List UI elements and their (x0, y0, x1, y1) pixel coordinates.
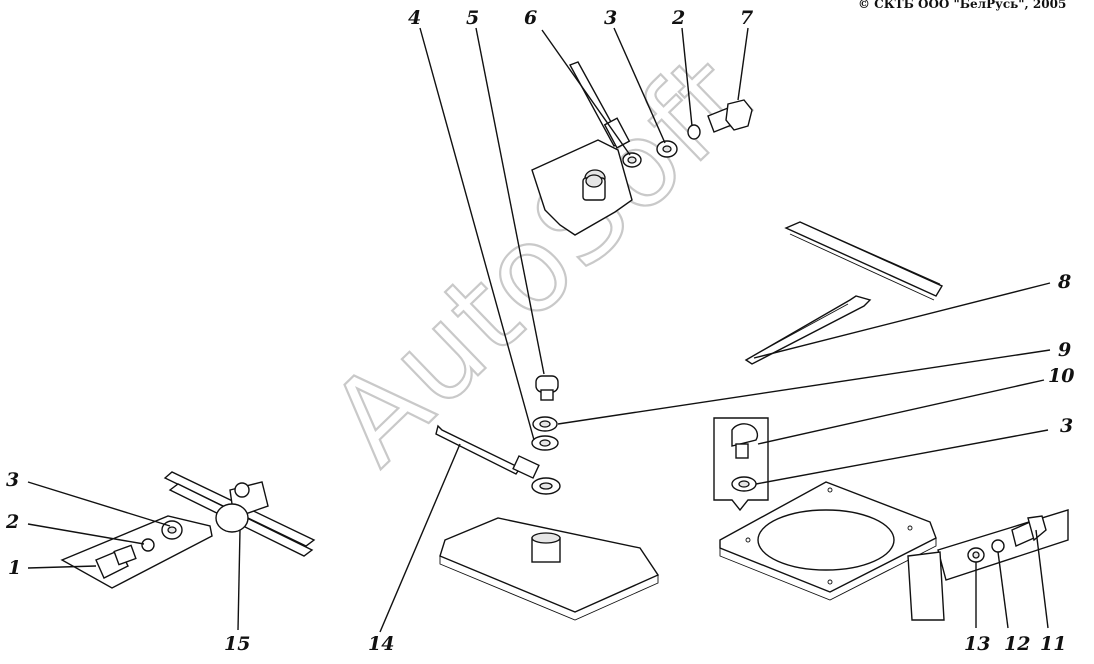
callout-13: 13 (964, 633, 990, 655)
top-sheet-assembly (531, 61, 753, 236)
leader-lines (27, 27, 1051, 633)
callout-4: 4 (408, 7, 421, 29)
callout-8: 8 (1057, 271, 1071, 293)
copyright: © СКТБ ООО "БелРусь", 2005 (858, 0, 1066, 11)
callout-6: 6 (524, 7, 537, 29)
callout-14: 14 (368, 633, 394, 655)
callout-labels: 4 5 6 3 2 7 8 9 10 3 3 2 1 15 14 13 12 1… (5, 7, 1074, 655)
bottom-right-assembly (907, 509, 1069, 621)
callout-2-top: 2 (671, 7, 685, 29)
callout-3-left: 3 (6, 469, 19, 491)
callout-5: 5 (466, 7, 479, 29)
rail-and-tie (744, 221, 944, 365)
center-assembly (435, 375, 660, 621)
callout-11: 11 (1040, 633, 1066, 655)
callout-3-top: 3 (604, 7, 617, 29)
left-clamp-assembly (60, 471, 316, 589)
callout-1: 1 (8, 557, 21, 579)
right-plate-assembly (713, 417, 937, 601)
callout-2-left: 2 (5, 511, 19, 533)
callout-3-right: 3 (1060, 415, 1073, 437)
callout-9: 9 (1058, 339, 1071, 361)
callout-12: 12 (1004, 633, 1030, 655)
callout-15: 15 (224, 633, 250, 655)
callout-7: 7 (740, 7, 753, 29)
callout-10: 10 (1048, 365, 1074, 387)
